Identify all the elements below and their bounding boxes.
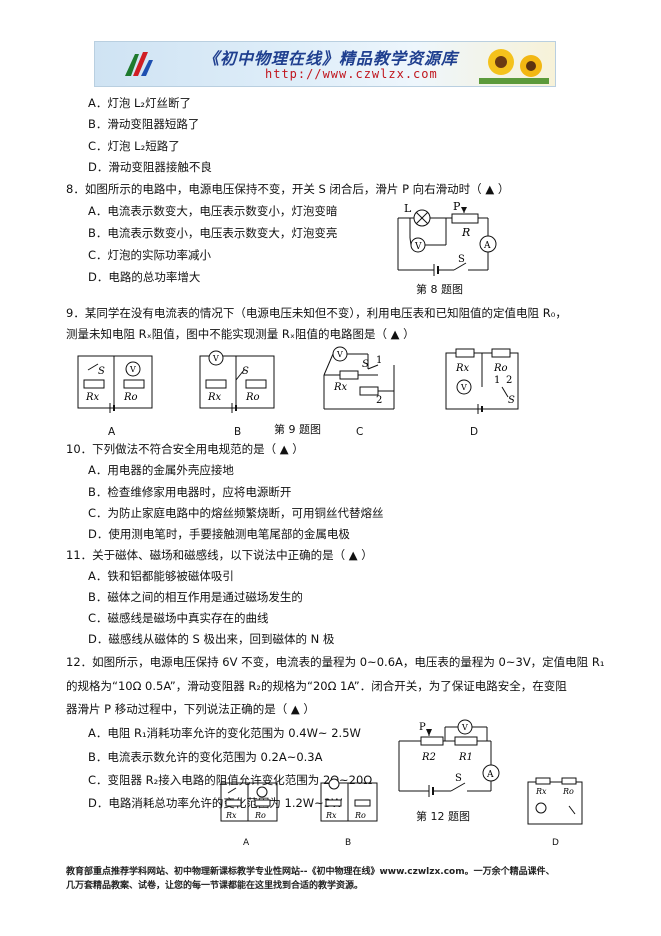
q8-option-c: C．灯泡的实际功率减小 (88, 248, 212, 262)
q8-label-s: S (458, 254, 465, 265)
q8-option-a: A．电流表示数变大，电压表示数变小，灯泡变暗 (88, 204, 338, 218)
repeat-letter-d: D (552, 838, 559, 848)
sunflower-icon (479, 49, 549, 84)
q10-option-d: D．使用测电笔时，手要接触测电笔尾部的金属电极 (88, 527, 350, 541)
q10-stem: 10．下列做法不符合安全用电规范的是（ ▲ ） (66, 442, 304, 456)
q7-option-c: C．灯泡 L₂短路了 (88, 139, 180, 153)
svg-text:S: S (242, 366, 249, 377)
repeat-circuit-d: Rx Ro (527, 777, 583, 825)
svg-text:Ro: Ro (123, 392, 138, 403)
svg-text:V: V (460, 383, 467, 392)
svg-text:Rx: Rx (85, 392, 100, 403)
svg-text:S: S (98, 366, 105, 377)
svg-text:V: V (129, 365, 136, 374)
svg-text:V: V (212, 354, 219, 363)
svg-text:Ro: Ro (245, 392, 260, 403)
q12-label-r2: R2 (421, 752, 436, 763)
svg-text:2: 2 (506, 375, 512, 386)
q7-option-d: D．滑动变阻器接触不良 (88, 160, 212, 174)
q12-option-b: B．电流表示数允许的变化范围为 0.2A~0.3A (88, 750, 323, 764)
q8-circuit-diagram: L P R V A S (397, 200, 497, 276)
q11-option-c: C．磁感线是磁场中真实存在的曲线 (88, 611, 269, 625)
q8-caption: 第 8 题图 (416, 283, 463, 296)
svg-text:S: S (508, 395, 515, 406)
q12-stem-line2: 的规格为“10Ω 0.5A”，滑动变阻器 R₂的规格为“20Ω 1A”．闭合开关… (66, 679, 567, 693)
q12-option-d: D．电路消耗总功率允许的变化范围为 1.2W~3W (88, 796, 343, 810)
q9-stem-line1: 9．某同学在没有电流表的情况下（电源电压未知但不变），利用电压表和已知阻值的定值… (66, 306, 567, 320)
q12-label-v: V (461, 723, 468, 732)
svg-text:Rx: Rx (455, 363, 470, 374)
svg-text:S: S (362, 359, 369, 370)
q7-option-a: A．灯泡 L₂灯丝断了 (88, 96, 192, 110)
q9-caption: 第 9 题图 (274, 423, 321, 436)
q12-stem-line3: 器滑片 P 移动过程中，下列说法正确的是（ ▲ ） (66, 702, 315, 716)
svg-text:Rx: Rx (535, 787, 547, 796)
q9-circuit-c: V S 1 2 Rx (323, 346, 395, 410)
q12-caption: 第 12 题图 (416, 810, 470, 823)
q12-label-a: A (486, 770, 494, 780)
q9-circuit-b: V S Rx Ro (199, 350, 275, 413)
q11-stem: 11．关于磁体、磁场和磁感线，以下说法中正确的是（ ▲ ） (66, 548, 373, 562)
q9-letter-d: D (470, 426, 479, 438)
svg-text:Ro: Ro (354, 811, 366, 820)
svg-text:2: 2 (376, 395, 382, 406)
q12-label-p: P (419, 722, 426, 733)
q8-label-a: A (483, 241, 491, 251)
banner-url[interactable]: http://www.czwlzx.com (265, 67, 438, 81)
q10-option-c: C．为防止家庭电路中的熔丝频繁烧断，可用铜丝代替熔丝 (88, 506, 384, 520)
q9-letter-a: A (108, 426, 116, 438)
repeat-circuit-b: Rx Ro (320, 778, 378, 822)
q10-option-b: B．检查维修家用电器时，应将电源断开 (88, 485, 292, 499)
banner-title: 《初中物理在线》精品教学资源库 (203, 49, 459, 68)
svg-text:Ro: Ro (562, 787, 574, 796)
repeat-letter-b: B (345, 838, 352, 848)
q10-option-a: A．用电器的金属外壳应接地 (88, 463, 234, 477)
svg-text:Rx: Rx (207, 392, 222, 403)
footer-line2: 几万套精品教案、试卷，让您的每一节课都能在这里找到合适的教学资源。 (66, 881, 364, 891)
q8-label-r: R (461, 226, 470, 239)
svg-text:Rx: Rx (225, 811, 237, 820)
header-banner: 《初中物理在线》精品教学资源库 http://www.czwlzx.com (94, 41, 556, 87)
repeat-circuit-a: Rx Ro (220, 782, 278, 822)
q8-stem: 8．如图所示的电路中，电源电压保持不变，开关 S 闭合后，滑片 P 向右滑动时（… (66, 182, 510, 196)
q9-stem-line2: 测量未知电阻 Rₓ阻值，图中不能实现测量 Rₓ阻值的电路图是（ ▲ ） (66, 327, 415, 341)
svg-text:Rx: Rx (333, 382, 348, 393)
q12-stem-line1: 12．如图所示，电源电压保持 6V 不变，电流表的量程为 0~0.6A，电压表的… (66, 655, 605, 669)
q12-option-c: C．变阻器 R₂接入电路的阻值允许变化范围为 2Ω~20Ω (88, 773, 373, 787)
q11-option-b: B．磁体之间的相互作用是通过磁场发生的 (88, 590, 303, 604)
q9-circuit-d: Rx Ro V 1 2 S (445, 348, 519, 414)
q12-label-r1: R1 (458, 752, 473, 763)
q8-option-b: B．电流表示数变小，电压表示数变大，灯泡变亮 (88, 226, 338, 240)
q8-label-v: V (414, 242, 422, 252)
q9-letter-c: C (356, 426, 364, 438)
svg-text:V: V (336, 350, 343, 359)
svg-text:1: 1 (376, 355, 382, 366)
q7-option-b: B．滑动变阻器短路了 (88, 117, 200, 131)
q8-label-p: P (453, 200, 461, 213)
q8-option-d: D．电路的总功率增大 (88, 270, 201, 284)
q11-option-d: D．磁感线从磁体的 S 极出来，回到磁体的 N 极 (88, 632, 335, 646)
svg-text:Ro: Ro (493, 363, 508, 374)
q9-letter-b: B (234, 426, 242, 438)
q12-circuit-diagram: P V R2 R1 A S (398, 719, 500, 797)
site-logo-icon (125, 52, 153, 76)
q8-label-l: L (404, 202, 412, 215)
q12-label-s: S (455, 773, 462, 784)
repeat-letter-a: A (243, 838, 250, 848)
footer-line1: 教育部重点推荐学科网站、初中物理新课标教学专业性网站--《初中物理在线》www.… (66, 867, 555, 877)
q12-option-a: A．电阻 R₁消耗功率允许的变化范围为 0.4W~ 2.5W (88, 726, 361, 740)
q9-circuit-a: V S Rx Ro (77, 355, 153, 413)
q11-option-a: A．铁和铝都能够被磁体吸引 (88, 569, 234, 583)
svg-text:Ro: Ro (254, 811, 266, 820)
svg-text:1: 1 (494, 375, 500, 386)
svg-text:Rx: Rx (325, 811, 337, 820)
